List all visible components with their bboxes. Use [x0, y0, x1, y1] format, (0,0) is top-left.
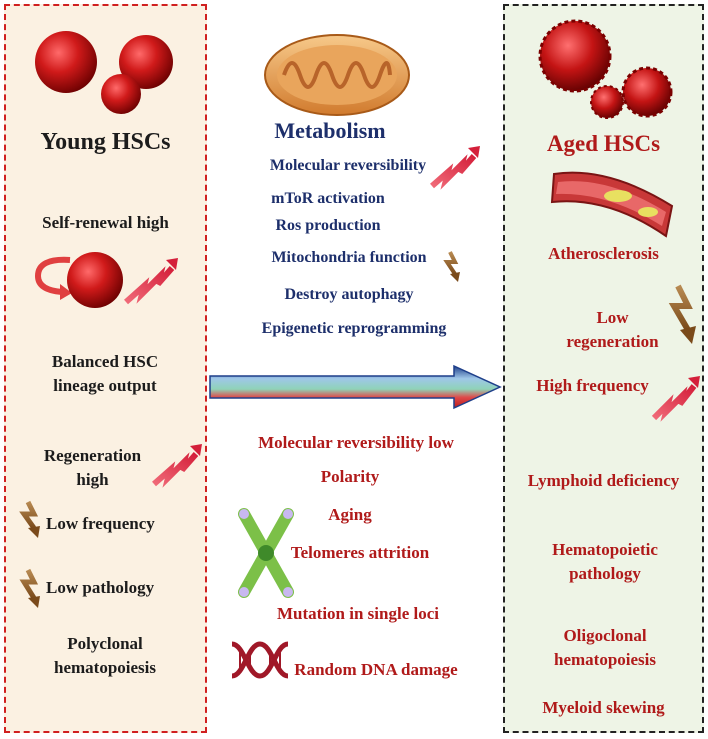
- aged-hsc-panel: [503, 4, 704, 733]
- aged-hsc-item: Atherosclerosis: [548, 244, 659, 263]
- aging-factor-item: Mutation in single loci: [277, 604, 439, 623]
- self-renewal-circular-arrow-icon: [34, 256, 72, 300]
- increase-arrow-icon: [152, 444, 202, 488]
- atherosclerosis-vessel-image: [550, 171, 674, 238]
- transition-arrow: [209, 364, 502, 410]
- aged-hsc-cells-image: [538, 19, 673, 119]
- young-hsc-item: Balanced HSC lineage output: [51, 352, 159, 395]
- metabolism-item: Mitochondria function: [271, 249, 427, 266]
- metabolism-item: Molecular reversibility: [269, 157, 427, 174]
- metabolism-item: mToR activation: [271, 190, 385, 207]
- decrease-arrow-icon: [19, 568, 40, 608]
- aged-hsc-title: Aged HSCs: [546, 131, 661, 156]
- young-hsc-title: Young HSCs: [40, 129, 171, 155]
- decrease-arrow-icon: [443, 251, 460, 282]
- metabolism-item: Ros production: [275, 217, 381, 234]
- mitochondrion-image: [264, 34, 410, 116]
- young-hsc-panel: [4, 4, 207, 733]
- young-hsc-item: Polyclonal hematopoiesis: [54, 634, 156, 677]
- aging-factor-item: Random DNA damage: [294, 660, 458, 679]
- aged-hsc-item: Lymphoid deficiency: [527, 471, 680, 490]
- aging-factor-item: Telomeres attrition: [290, 543, 430, 562]
- aged-hsc-item: High frequency: [536, 376, 649, 395]
- self-renewal-cell-image: [67, 252, 123, 308]
- metabolism-title: Metabolism: [274, 118, 386, 143]
- metabolism-item: Epigenetic reprogramming: [261, 320, 447, 337]
- aged-hsc-item: Oligoclonal hematopoiesis: [554, 626, 656, 669]
- increase-arrow-icon: [430, 146, 480, 190]
- young-hsc-item: Low frequency: [46, 514, 155, 533]
- dna-helix-icon: [231, 641, 289, 679]
- aging-factor-item: Polarity: [320, 467, 380, 486]
- young-hsc-item: Low pathology: [46, 578, 155, 597]
- aging-factor-item: Aging: [328, 505, 372, 524]
- metabolism-item: Destroy autophagy: [284, 286, 414, 303]
- young-hsc-cells-image: [35, 31, 173, 114]
- aged-hsc-item: Hematopoietic pathology: [552, 540, 658, 583]
- aged-hsc-item: Myeloid skewing: [542, 698, 665, 717]
- decrease-arrow-icon: [668, 284, 696, 344]
- decrease-arrow-icon: [19, 500, 40, 538]
- aged-hsc-item: Low regeneration: [566, 308, 659, 351]
- young-hsc-item: Regeneration high: [43, 446, 142, 489]
- increase-arrow-icon: [651, 376, 700, 422]
- chromosome-icon: [238, 508, 294, 598]
- aging-factor-item: Molecular reversibility low: [258, 433, 454, 452]
- young-hsc-item: Self-renewal high: [42, 213, 169, 232]
- increase-arrow-icon: [124, 258, 178, 305]
